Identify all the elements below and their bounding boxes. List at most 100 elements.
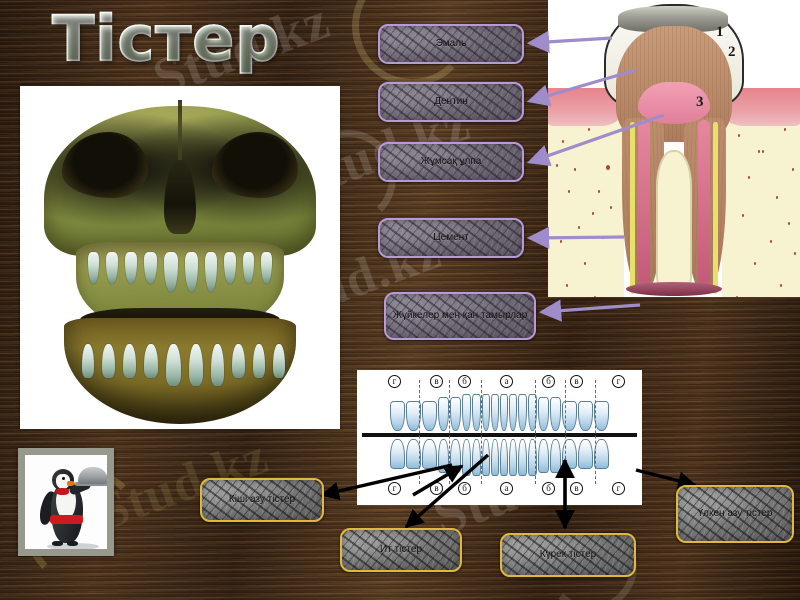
arch-code: в: [570, 482, 583, 495]
arch-group-divider: [535, 380, 536, 484]
callout-nerves-vessels-label: Жүйкелер мен қан тамырлар: [392, 310, 528, 321]
skull-lower-tooth: [253, 344, 265, 378]
callout-canines-label: Ит тістер: [380, 544, 422, 555]
root-apex-vessels: [626, 282, 722, 296]
skull-upper-tooth: [88, 252, 99, 284]
bone-speck: [770, 240, 772, 243]
arch-upper-tooth: [462, 394, 471, 431]
arch-lower-tooth: [578, 439, 593, 469]
bone-speck: [566, 284, 568, 287]
penguin-bowtie: [56, 488, 69, 495]
arch-upper-tooth: [390, 401, 405, 431]
arch-upper-tooth: [509, 394, 517, 431]
arch-code-spacer: [402, 375, 415, 388]
arch-code: б: [458, 375, 471, 388]
callout-enamel[interactable]: Эмаль: [378, 24, 524, 64]
skull-upper-tooth: [261, 252, 272, 284]
arch-code: г: [612, 375, 625, 388]
arch-lower-tooth: [500, 439, 508, 476]
callout-dentin[interactable]: Дентин: [378, 82, 524, 122]
callout-premolars-label: Кіші азу тістер: [228, 494, 296, 505]
skull-lower-tooth: [166, 344, 181, 386]
skull-lower-tooth: [273, 344, 285, 378]
penguin-foot: [52, 541, 63, 546]
arch-lower-tooth: [509, 439, 517, 476]
skull-orbit-right: [212, 132, 298, 198]
arch-lower-tooth: [528, 439, 537, 476]
skull-lower-tooth: [82, 344, 94, 378]
skull-upper-tooth: [125, 252, 137, 284]
bone-speck: [574, 168, 576, 171]
arch-upper-tooth: [594, 401, 609, 431]
arch-code: а: [500, 482, 513, 495]
arch-code-spacer: [486, 482, 499, 495]
bone-speck: [568, 190, 570, 193]
bone-speck: [754, 262, 756, 265]
callout-nerves-vessels[interactable]: Жүйкелер мен қан тамырлар: [384, 292, 536, 340]
arch-lower-tooth: [550, 439, 561, 473]
arch-upper-tooth: [528, 394, 537, 431]
bone-speck: [556, 164, 558, 167]
arch-upper-tooth: [422, 401, 437, 431]
skull-lower-tooth: [144, 344, 158, 378]
arch-upper-tooth: [482, 394, 490, 431]
callout-pulp[interactable]: Жұмсақ ұлпа: [378, 142, 524, 182]
bone-speck: [598, 190, 600, 193]
skull-orbit-left: [62, 132, 148, 198]
arch-code-spacer: [556, 482, 569, 495]
bone-speck: [780, 284, 782, 287]
arch-upper-tooth: [550, 397, 561, 431]
skull-upper-tooth: [144, 252, 157, 284]
bone-speck: [794, 252, 796, 255]
arch-lower-tooth: [450, 439, 461, 473]
arch-group-divider: [595, 380, 596, 484]
bone-speck: [758, 150, 760, 153]
bone-speck: [588, 128, 590, 131]
section-number-2: 2: [728, 44, 736, 60]
skull-lower-tooth: [232, 344, 245, 378]
skull-nasal-cavity: [164, 160, 196, 234]
callout-molars[interactable]: Үлкен азу тістер: [676, 485, 794, 543]
bone-speck: [560, 240, 562, 243]
arch-upper-tooth: [450, 397, 461, 431]
arch-code-spacer: [598, 482, 611, 495]
arch-upper-tooth: [518, 394, 527, 431]
bone-speck: [594, 296, 596, 297]
skull-lower-tooth: [102, 344, 115, 378]
arch-code: г: [388, 375, 401, 388]
callout-cement[interactable]: Цемент: [378, 218, 524, 258]
arch-code: в: [430, 482, 443, 495]
skull-illustration: [20, 86, 340, 429]
callout-canines[interactable]: Ит тістер: [340, 528, 462, 572]
arch-code-spacer: [486, 375, 499, 388]
arch-lower-tooth: [422, 439, 437, 469]
arch-code-spacer: [444, 482, 457, 495]
skull-upper-tooth: [205, 252, 217, 292]
penguin-foot: [67, 541, 78, 546]
bone-speck: [762, 150, 764, 153]
callout-molars-label: Үлкен азу тістер: [697, 508, 773, 519]
callout-incisors[interactable]: Күрек тістер: [500, 533, 636, 577]
arch-group-divider: [449, 380, 450, 484]
penguin-tray-base: [75, 482, 107, 486]
callout-premolars[interactable]: Кіші азу тістер: [200, 478, 324, 522]
penguin-beak: [67, 481, 75, 486]
bone-speck: [736, 296, 738, 297]
bone-speck: [578, 226, 580, 229]
interradicular-bone: [656, 150, 692, 290]
arch-lower-tooth: [472, 439, 481, 476]
bone-speck: [610, 206, 612, 209]
arch-code: г: [612, 482, 625, 495]
arch-upper-tooth: [500, 394, 508, 431]
arch-lower-teeth-row: [357, 439, 642, 479]
callout-incisors-label: Күрек тістер: [539, 549, 597, 560]
arch-code-spacer: [472, 375, 485, 388]
arch-code-spacer: [402, 482, 415, 495]
arch-upper-tooth: [578, 401, 593, 431]
arch-code: г: [388, 482, 401, 495]
tooth-cross-section-image: 1 2 3: [548, 0, 800, 297]
